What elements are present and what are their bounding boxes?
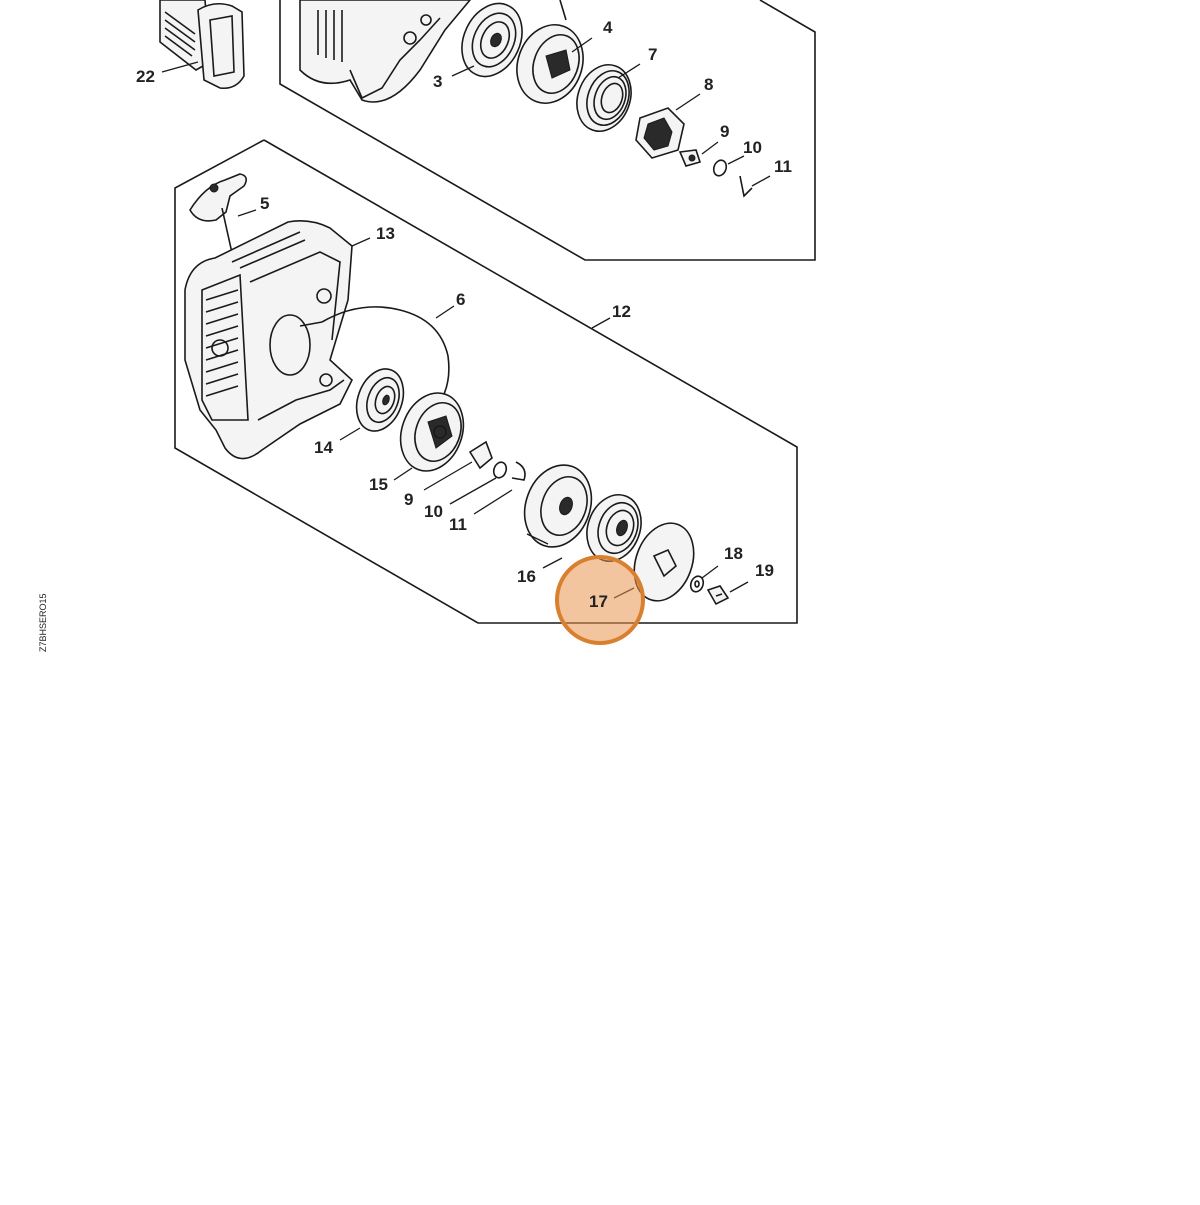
callout-6[interactable]: 6 [456,290,465,309]
part-7-coil-spring[interactable] [568,57,640,139]
callout-3[interactable]: 3 [433,72,442,91]
callout-12[interactable]: 12 [612,302,631,321]
part-11-spring-clip[interactable] [511,461,526,481]
leader-lines [161,37,771,599]
part-5-starter-grip[interactable] [189,173,248,263]
part-15-rope-rotor[interactable] [390,384,474,480]
frame-starter-assembly [174,139,798,624]
callout-5[interactable]: 5 [260,194,269,213]
callout-16[interactable]: 16 [517,567,536,586]
callout-22[interactable]: 22 [136,67,155,86]
part-13-starter-housing[interactable] [184,220,353,460]
callout-9[interactable]: 9 [404,490,413,509]
part-16-carrier[interactable] [514,456,603,557]
part-11-clip-upper[interactable] [739,175,753,198]
callout-9-upper[interactable]: 9 [720,122,729,141]
callout-15[interactable]: 15 [369,475,388,494]
part-10-washer-upper[interactable] [712,158,729,177]
callout-4[interactable]: 4 [603,18,613,37]
part-17-spring[interactable] [578,487,650,569]
part-22-air-filter[interactable] [159,0,245,90]
part-upper-housing[interactable] [299,0,472,103]
callout-7[interactable]: 7 [648,45,657,64]
callout-10-upper[interactable]: 10 [743,138,762,157]
callout-10[interactable]: 10 [424,502,443,521]
callout-11-upper[interactable]: 11 [774,157,792,176]
part-8-pawl-carrier[interactable] [635,107,685,159]
callout-14[interactable]: 14 [314,438,333,457]
side-catalog-code: Z7BHSERO15 [38,593,48,652]
part-3-rewind-spring[interactable] [451,0,534,86]
callout-19[interactable]: 19 [755,561,774,580]
part-10-washer[interactable] [492,460,509,479]
part-19-screw[interactable] [706,585,730,606]
frame-upper-assembly [279,0,816,261]
part-18-washer[interactable] [689,574,706,593]
callout-17[interactable]: 17 [589,592,608,611]
callout-18[interactable]: 18 [724,544,743,563]
part-6-starter-rope[interactable] [299,306,450,421]
callout-13[interactable]: 13 [376,224,395,243]
part-cover-plate[interactable] [624,515,704,609]
part-4-rope-rotor[interactable] [506,0,594,113]
part-9-pawl[interactable] [468,440,493,470]
part-14-rewind-spring[interactable] [348,362,411,437]
part-9-pawl-upper[interactable] [678,149,702,167]
highlight-ring-part-17 [555,555,645,645]
callout-11[interactable]: 11 [449,515,467,534]
callout-8[interactable]: 8 [704,75,713,94]
